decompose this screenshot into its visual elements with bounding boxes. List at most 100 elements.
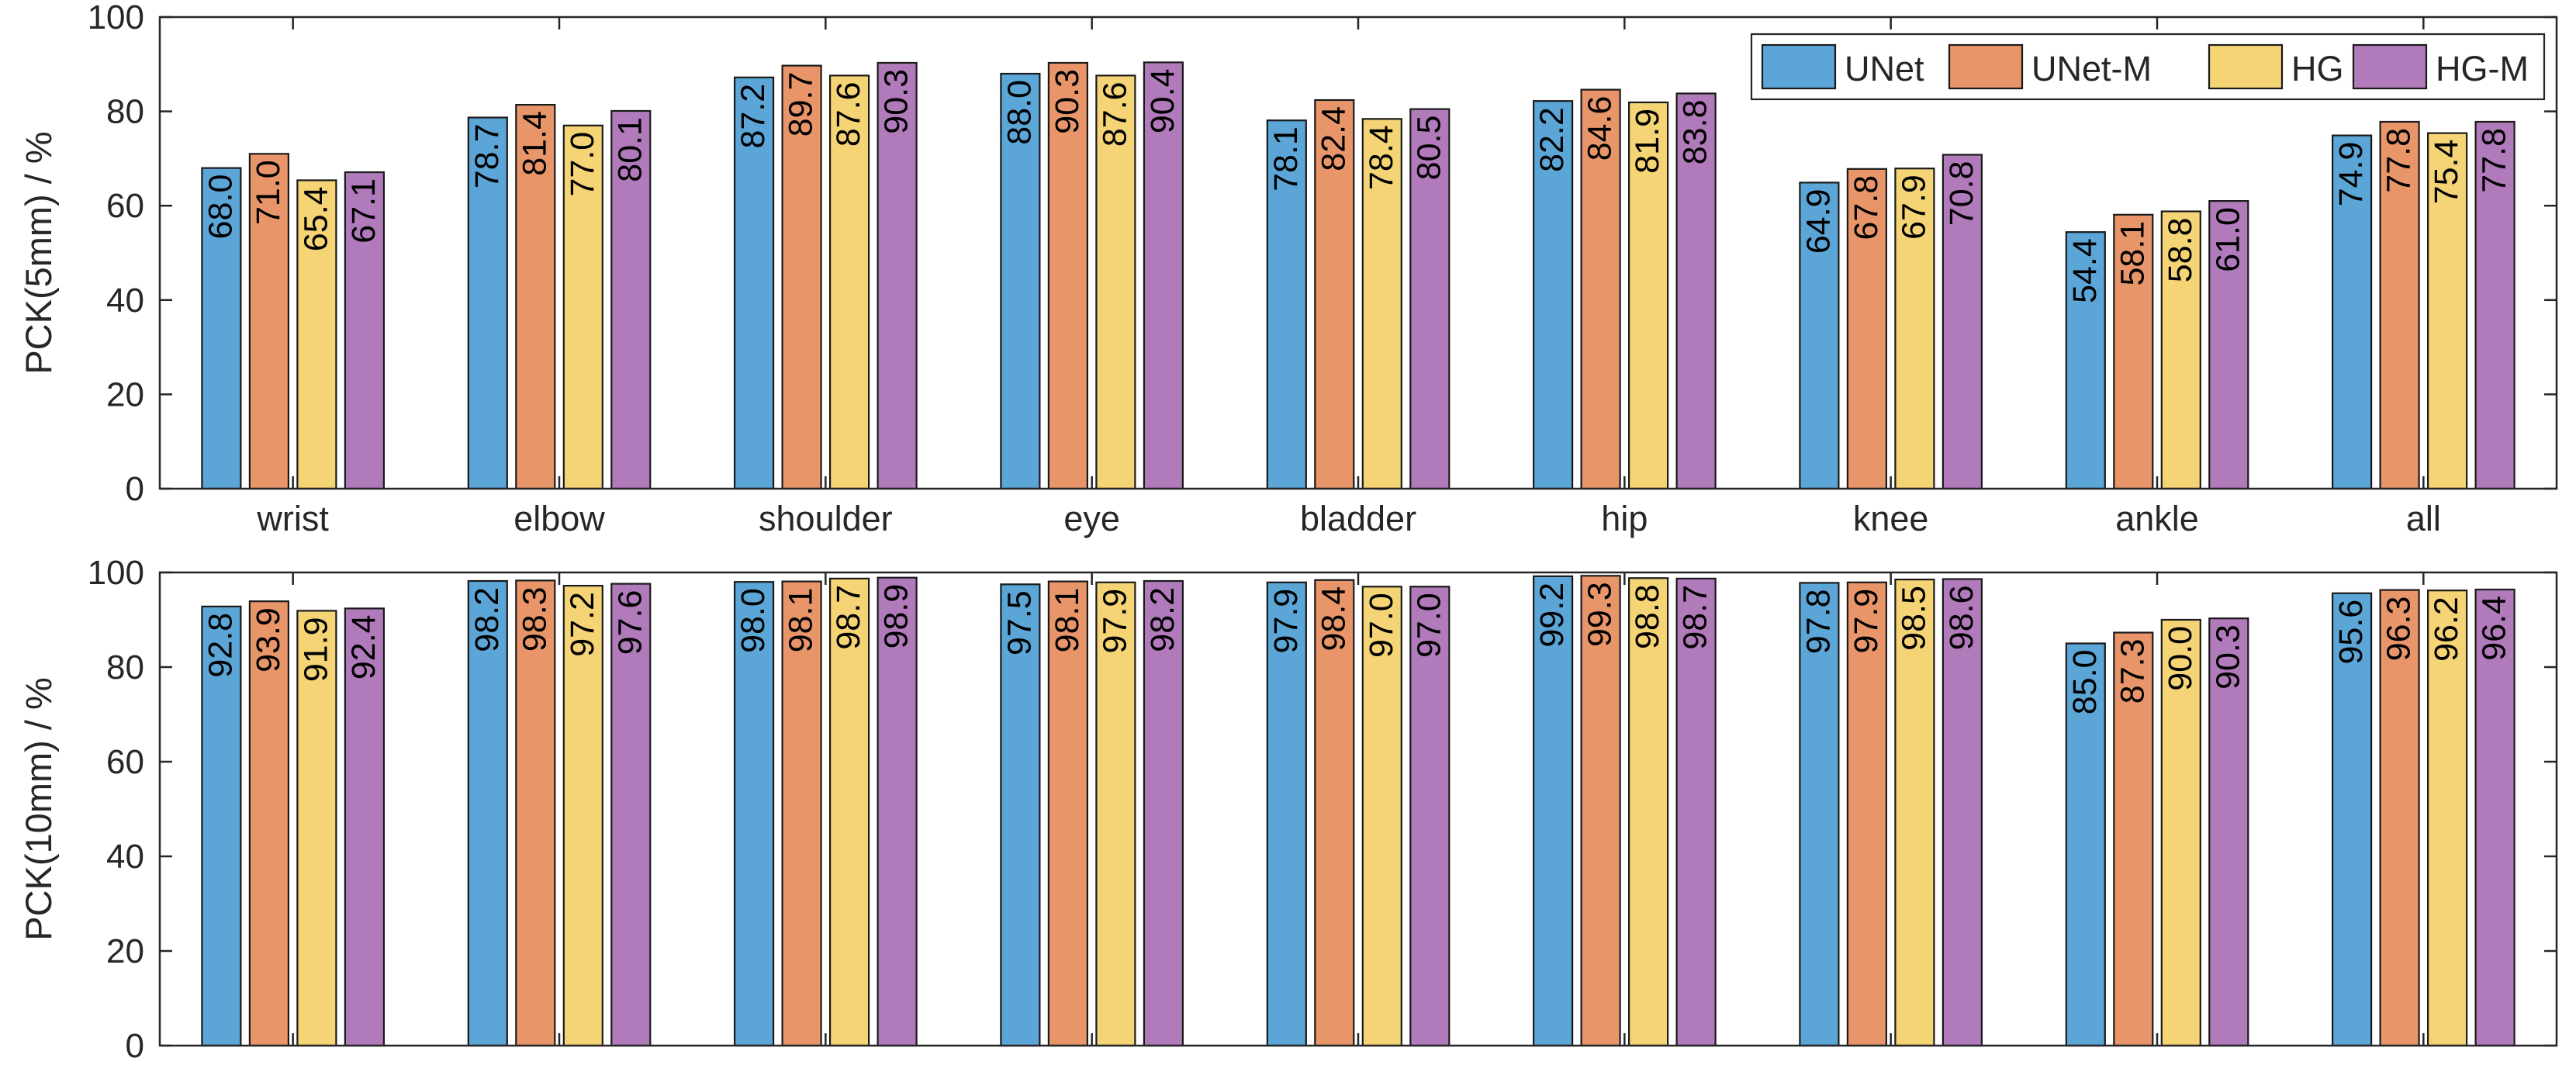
bar-hg-hip <box>1628 577 1669 1047</box>
bar-value-label: 96.2 <box>2428 596 2465 662</box>
bar-unet-m-wrist <box>248 600 289 1047</box>
bar-value-label: 58.1 <box>2114 221 2151 286</box>
bar-value-label: 78.7 <box>469 124 506 189</box>
bar-value-label: 65.4 <box>297 186 334 251</box>
bar-value-label: 97.5 <box>1001 590 1038 655</box>
bar-value-label: 98.2 <box>469 587 506 652</box>
bar-value-label: 90.3 <box>2209 624 2246 690</box>
bar-unet-m-wrist <box>248 153 289 490</box>
bar-hg-ankle <box>2160 210 2201 490</box>
bar-hg-all <box>2427 132 2468 490</box>
x-tick-label-eye: eye <box>1063 499 1120 538</box>
bar-unet-m-all <box>2379 589 2420 1047</box>
bar-value-label: 91.9 <box>297 617 334 682</box>
bar-value-label: 61.0 <box>2209 207 2246 272</box>
bar-value-label: 97.9 <box>1267 589 1305 654</box>
bar-unet-eye <box>1000 72 1041 490</box>
bar-value-label: 70.8 <box>1943 161 1980 226</box>
bar-unet-ankle <box>2065 642 2106 1047</box>
y-tick-label: 0 <box>126 470 144 508</box>
bar-unet-m-ankle <box>2113 213 2154 490</box>
bar-value-label: 78.4 <box>1363 125 1400 190</box>
bar-value-label: 75.4 <box>2428 140 2465 205</box>
bar-value-label: 98.8 <box>1629 584 1666 649</box>
bar-value-label: 90.0 <box>2162 626 2199 691</box>
bar-hg-m-shoulder <box>877 576 918 1047</box>
bar-hg-m-eye <box>1143 61 1184 490</box>
bar-value-label: 68.0 <box>202 175 239 240</box>
bar-hg-m-wrist <box>344 171 385 490</box>
y-tick-label: 80 <box>106 648 144 686</box>
bar-hg-shoulder <box>828 74 870 490</box>
bar-hg-all <box>2427 590 2468 1047</box>
bar-unet-eye <box>1000 583 1041 1047</box>
bar-hg-shoulder <box>828 577 870 1047</box>
bar-value-label: 87.6 <box>830 81 867 147</box>
bar-unet-hip <box>1532 100 1574 490</box>
bar-unet-m-bladder <box>1314 579 1355 1047</box>
bar-unet-m-bladder <box>1314 99 1355 490</box>
bar-value-label: 97.9 <box>1096 589 1133 654</box>
bar-value-label: 74.9 <box>2332 142 2370 207</box>
bar-value-label: 80.5 <box>1410 116 1447 181</box>
bar-value-label: 67.8 <box>1848 175 1885 240</box>
bar-hg-knee <box>1894 578 1935 1047</box>
legend-label-hg-m: HG-M <box>2436 49 2529 88</box>
bar-hg-wrist <box>296 610 337 1047</box>
x-tick-label-ankle: ankle <box>2115 499 2199 538</box>
bar-value-label: 88.0 <box>1001 80 1038 145</box>
bar-unet-m-elbow <box>515 104 556 490</box>
y-tick-label: 60 <box>106 187 144 225</box>
bar-value-label: 77.8 <box>2476 128 2513 193</box>
bar-hg-bladder <box>1361 118 1402 490</box>
x-tick-label-bladder: bladder <box>1300 499 1416 538</box>
bar-value-label: 98.3 <box>516 586 553 652</box>
bar-unet-m-elbow <box>515 579 556 1047</box>
bar-value-label: 97.0 <box>1410 593 1447 658</box>
legend-swatch-hg-m <box>2352 43 2428 90</box>
bar-unet-m-ankle <box>2113 631 2154 1047</box>
bar-hg-m-all <box>2474 588 2515 1047</box>
bar-hg-wrist <box>296 179 337 490</box>
bar-value-label: 98.4 <box>1315 586 1352 652</box>
bar-value-label: 87.2 <box>735 84 772 149</box>
bar-value-label: 89.7 <box>783 72 820 137</box>
y-tick-label: 100 <box>88 0 144 36</box>
bar-value-label: 98.6 <box>1943 586 1980 651</box>
y-tick-label: 80 <box>106 93 144 131</box>
bar-hg-m-all <box>2474 120 2515 490</box>
y-tick-label: 100 <box>88 554 144 592</box>
bar-hg-m-hip <box>1675 92 1717 490</box>
y-tick-label: 40 <box>106 838 144 876</box>
legend-swatch-unet <box>1761 43 1837 90</box>
bar-hg-hip <box>1628 101 1669 490</box>
bar-value-label: 82.4 <box>1315 106 1352 171</box>
bar-value-label: 96.3 <box>2381 596 2418 662</box>
bar-hg-m-wrist <box>344 607 385 1047</box>
bar-value-label: 97.9 <box>1848 589 1885 654</box>
bar-unet-m-hip <box>1580 575 1621 1047</box>
bar-value-label: 64.9 <box>1800 188 1837 254</box>
bar-value-label: 97.2 <box>564 592 601 657</box>
legend-swatch-hg <box>2208 43 2284 90</box>
bar-value-label: 67.1 <box>345 178 382 244</box>
bar-value-label: 71.0 <box>250 160 287 225</box>
bar-value-label: 98.5 <box>1895 586 1932 651</box>
bar-hg-elbow <box>562 584 603 1047</box>
bar-unet-m-shoulder <box>781 64 822 490</box>
bar-value-label: 77.8 <box>2381 128 2418 193</box>
bar-unet-elbow <box>467 579 508 1047</box>
bar-hg-bladder <box>1361 586 1402 1047</box>
bar-value-label: 97.8 <box>1800 589 1837 654</box>
bar-value-label: 83.8 <box>1677 100 1714 165</box>
bar-value-label: 92.4 <box>345 614 382 679</box>
y-tick-label: 60 <box>106 743 144 781</box>
x-tick-label-elbow: elbow <box>513 499 605 538</box>
bar-value-label: 98.1 <box>783 588 820 653</box>
bar-value-label: 58.8 <box>2162 218 2199 283</box>
bar-hg-eye <box>1095 581 1136 1047</box>
